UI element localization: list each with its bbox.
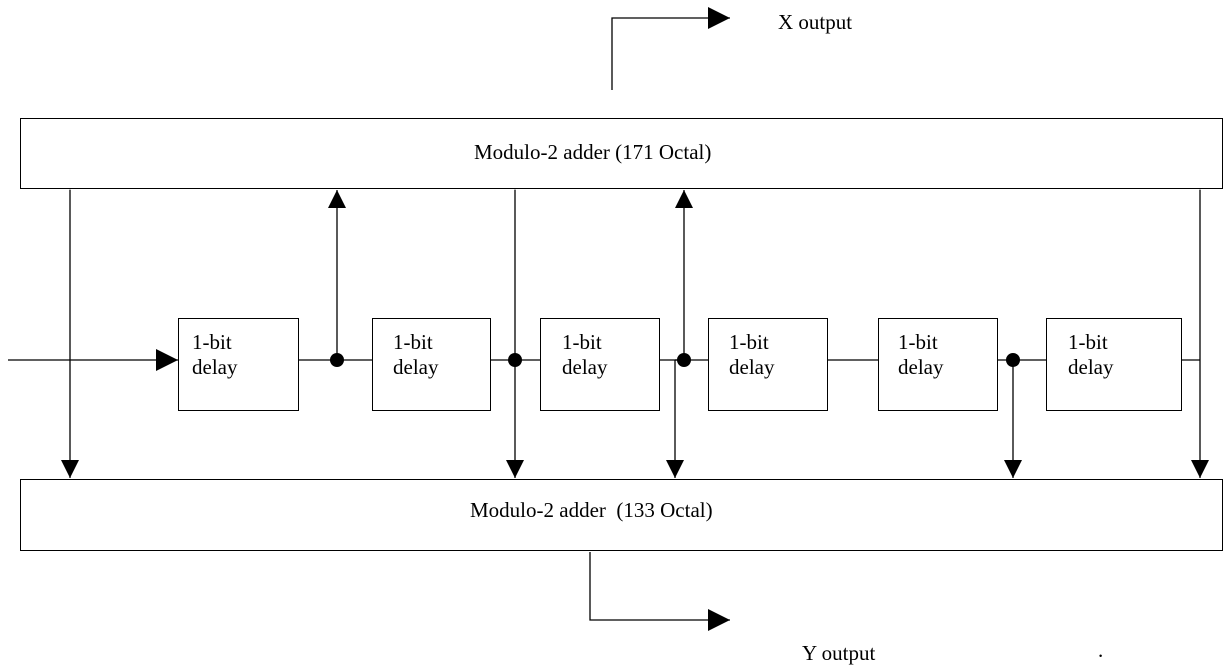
junction-dot-1 <box>330 353 344 367</box>
delay-box-6 <box>1046 318 1182 411</box>
y-output-wire <box>589 552 730 631</box>
junction-dot-2 <box>508 353 522 367</box>
delay-box-4 <box>708 318 828 411</box>
trailing-mark: . <box>1098 638 1104 662</box>
x-output-label: X output <box>778 10 853 34</box>
delay-box-3 <box>540 318 660 411</box>
junction-dot-3 <box>677 353 691 367</box>
x-output-wire <box>611 7 730 90</box>
adder-171-box <box>20 118 1223 189</box>
adder-133-box <box>20 479 1223 551</box>
adder-133-label: Modulo-2 adder (133 Octal) <box>470 498 713 522</box>
adder-171-label: Modulo-2 adder (171 Octal) <box>474 140 712 164</box>
delay-box-5 <box>878 318 998 411</box>
delay-box-1 <box>178 318 299 411</box>
junction-dot-5 <box>1006 353 1020 367</box>
delay-box-2 <box>372 318 491 411</box>
y-output-label: Y output <box>802 641 876 665</box>
